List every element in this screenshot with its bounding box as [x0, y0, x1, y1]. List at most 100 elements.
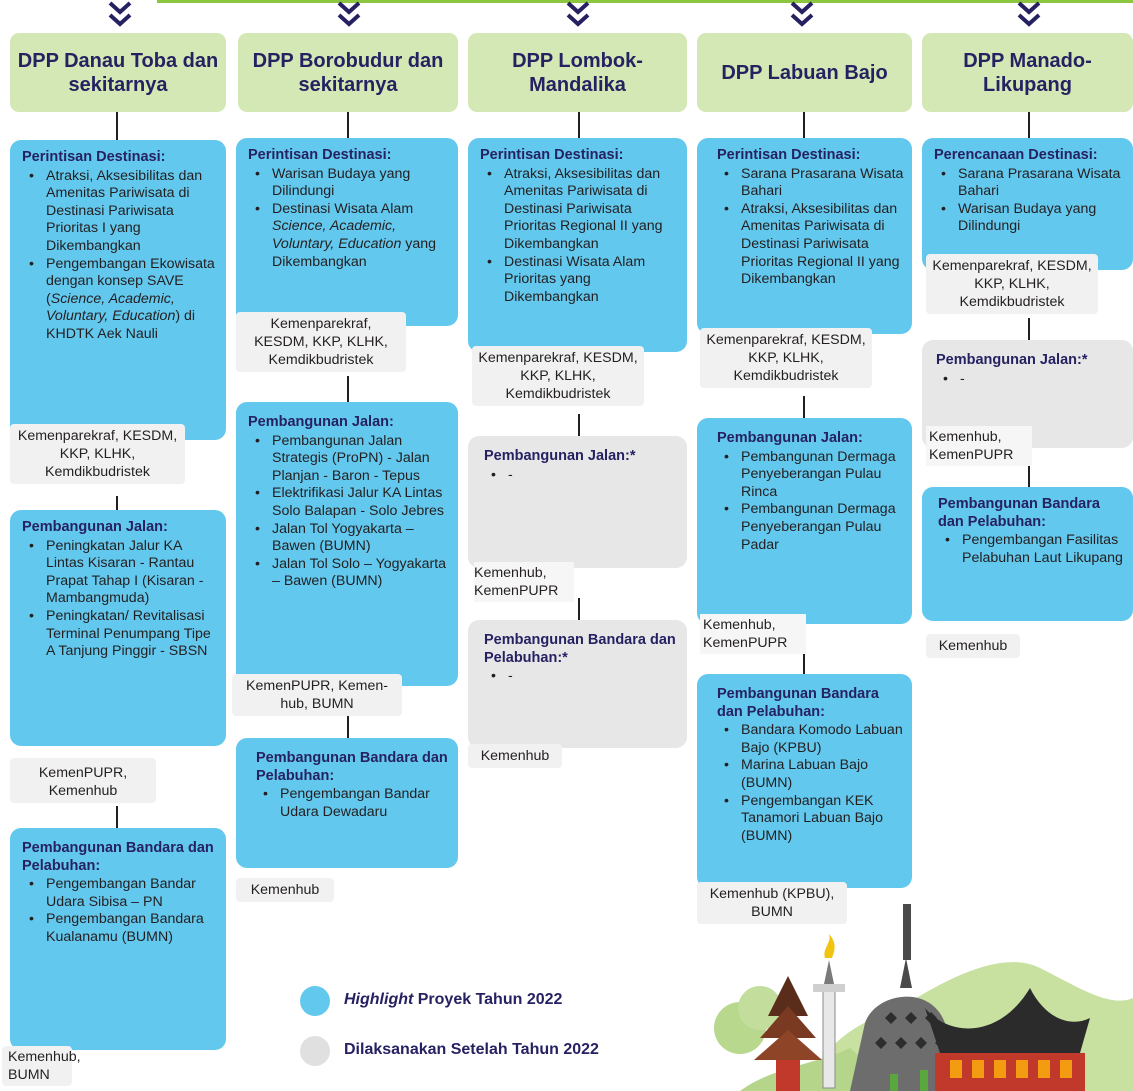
list-item: Pembangunan Dermaga Penyeberangan Pulau …	[724, 501, 904, 554]
connector-line	[1028, 463, 1030, 487]
top-accent-line	[157, 0, 1133, 3]
agency-label: Kemenhub, KemenPUPR	[700, 614, 806, 654]
list-item: Pengembangan Ekowisata dengan konsep SAV…	[29, 256, 218, 344]
list-item: Warisan Budaya yang Dilindungi	[255, 166, 450, 201]
card-title: Pembangunan Jalan:*	[936, 352, 1088, 368]
connector-line	[116, 806, 118, 828]
card-title: Perintisan Destinasi:	[717, 147, 861, 163]
legend-highlight-label: Highlight Proyek Tahun 2022	[344, 991, 563, 1008]
card-title: Pembangunan Bandara dan Pelabuhan:*	[484, 632, 676, 666]
list-item: -	[491, 467, 679, 485]
chevron-down-icon	[790, 1, 814, 27]
project-card: Pembangunan Bandara dan Pelabuhan: Penge…	[236, 738, 458, 868]
card-title: Perintisan Destinasi:	[248, 147, 392, 163]
project-card: Pembangunan Bandara dan Pelabuhan:* -	[468, 620, 687, 748]
list-item: Pengembangan Bandar Udara Sibisa – PN	[29, 876, 218, 911]
project-card: Pembangunan Jalan: Pembangunan Dermaga P…	[697, 418, 912, 624]
connector-line	[347, 112, 349, 138]
legend-highlight-swatch	[300, 986, 330, 1016]
connector-line	[347, 712, 349, 738]
list-item: Pembangunan Dermaga Penyeberangan Pulau …	[724, 449, 904, 502]
agency-label: KemenPUPR, Kemenhub	[10, 758, 156, 803]
connector-line	[1028, 318, 1030, 340]
agency-label: Kemenparekraf, KESDM, KKP, KLHK, Kemdikb…	[236, 312, 406, 372]
card-title: Pembangunan Jalan:	[22, 519, 168, 535]
list-item: Jalan Tol Solo – Yogyakarta – Bawen (BUM…	[255, 556, 450, 591]
project-card: Pembangunan Bandara dan Pelabuhan: Banda…	[697, 674, 912, 888]
agency-label: Kemenhub	[926, 634, 1020, 658]
header-borobudur: DPP Borobudur dan sekitarnya	[238, 33, 458, 112]
list-item: Bandara Komodo Labuan Bajo (KPBU)	[724, 722, 904, 757]
header-labuan-bajo: DPP Labuan Bajo	[697, 33, 912, 112]
list-item: Destinasi Wisata Alam Prioritas yang Dik…	[487, 254, 679, 307]
card-title: Perintisan Destinasi:	[22, 149, 166, 165]
project-card: Pembangunan Jalan:* -	[468, 436, 687, 568]
project-card: Pembangunan Bandara dan Pelabuhan: Penge…	[922, 487, 1133, 621]
legend-later-swatch	[300, 1036, 330, 1066]
list-item: Elektrifikasi Jalur KA Lintas Solo Balap…	[255, 485, 450, 520]
project-card: Perintisan Destinasi: Warisan Budaya yan…	[236, 138, 458, 326]
card-title: Pembangunan Jalan:	[248, 414, 394, 430]
connector-line	[803, 112, 805, 138]
header-lombok-mandalika: DPP Lombok-Mandalika	[468, 33, 687, 112]
project-card: Perintisan Destinasi: Atraksi, Aksesibil…	[468, 138, 687, 352]
agency-label: Kemenhub, BUMN	[2, 1046, 81, 1086]
list-item: Pengembangan Bandara Kualanamu (BUMN)	[29, 911, 218, 946]
agency-label: Kemenhub, KemenPUPR	[474, 562, 574, 602]
list-item: Sarana Prasarana Wisata Bahari	[941, 166, 1125, 201]
header-danau-toba: DPP Danau Toba dan sekitarnya	[10, 33, 226, 112]
header-manado-likupang: DPP Manado-Likupang	[922, 33, 1133, 112]
chevron-down-icon	[108, 1, 132, 27]
agency-label: Kemenparekraf, KESDM, KKP, KLHK, Kemdikb…	[926, 254, 1098, 314]
card-title: Perencanaan Destinasi:	[934, 147, 1098, 163]
project-card: Pembangunan Jalan: Peningkatan Jalur KA …	[10, 510, 226, 746]
landmarks-illustration	[714, 904, 1133, 1091]
list-item: Atraksi, Aksesibilitas dan Amenitas Pari…	[724, 201, 904, 289]
card-title: Pembangunan Jalan:	[717, 430, 863, 446]
list-item: Peningkatan/ Revitalisasi Terminal Penum…	[29, 608, 218, 661]
connector-line	[116, 112, 118, 150]
agency-label: Kemenhub	[468, 744, 562, 768]
list-item: -	[943, 371, 1125, 389]
project-card: Perintisan Destinasi: Sarana Prasarana W…	[697, 138, 912, 334]
project-card: Pembangunan Jalan: Pembangunan Jalan Str…	[236, 402, 458, 686]
card-title: Pembangunan Bandara dan Pelabuhan:	[256, 750, 448, 784]
project-card: Perintisan Destinasi: Atraksi, Aksesibil…	[10, 140, 226, 440]
agency-label: Kemenparekraf, KESDM, KKP, KLHK, Kemdikb…	[700, 328, 872, 388]
agency-label: Kemenparekraf, KESDM, KKP, KLHK, Kemdikb…	[10, 424, 185, 484]
agency-label: Kemenparekraf, KESDM, KKP, KLHK, Kemdikb…	[472, 346, 644, 406]
list-item: -	[491, 668, 679, 686]
agency-label: Kemenhub (KPBU), BUMN	[697, 882, 847, 924]
list-item: Atraksi, Aksesibilitas dan Amenitas Pari…	[487, 166, 679, 254]
list-item: Peningkatan Jalur KA Lintas Kisaran - Ra…	[29, 538, 218, 608]
connector-line	[578, 414, 580, 436]
agency-label: KemenPUPR, Kemen-hub, BUMN	[232, 674, 402, 716]
card-title: Pembangunan Jalan:*	[484, 448, 636, 464]
connector-line	[578, 598, 580, 620]
card-title: Pembangunan Bandara dan Pelabuhan:	[22, 840, 214, 874]
list-item: Atraksi, Aksesibilitas dan Amenitas Pari…	[29, 168, 218, 256]
chevron-down-icon	[337, 1, 361, 27]
project-card: Pembangunan Bandara dan Pelabuhan: Penge…	[10, 828, 226, 1050]
connector-line	[347, 376, 349, 402]
card-title: Perintisan Destinasi:	[480, 147, 624, 163]
list-item: Pengembangan KEK Tanamori Labuan Bajo (B…	[724, 793, 904, 846]
connector-line	[1028, 112, 1030, 138]
list-item: Jalan Tol Yogyakarta – Bawen (BUMN)	[255, 521, 450, 556]
chevron-down-icon	[566, 1, 590, 27]
list-item: Destinasi Wisata Alam Science, Academic,…	[255, 201, 450, 271]
legend-later-label: Dilaksanakan Setelah Tahun 2022	[344, 1041, 599, 1058]
list-item: Pengembangan Fasilitas Pelabuhan Laut Li…	[945, 532, 1125, 567]
project-card: Perencanaan Destinasi: Sarana Prasarana …	[922, 138, 1133, 270]
chevron-down-icon	[1017, 1, 1041, 27]
connector-line	[803, 650, 805, 674]
list-item: Warisan Budaya yang Dilindungi	[941, 201, 1125, 236]
card-title: Pembangunan Bandara dan Pelabuhan:	[717, 686, 879, 720]
connector-line	[578, 112, 580, 138]
agency-label: Kemenhub	[236, 878, 334, 902]
connector-line	[116, 496, 118, 512]
list-item: Marina Labuan Bajo (BUMN)	[724, 757, 904, 792]
connector-line	[803, 396, 805, 418]
agency-label: Kemenhub, KemenPUPR	[926, 426, 1032, 466]
card-title: Pembangunan Bandara dan Pelabuhan:	[938, 496, 1100, 530]
